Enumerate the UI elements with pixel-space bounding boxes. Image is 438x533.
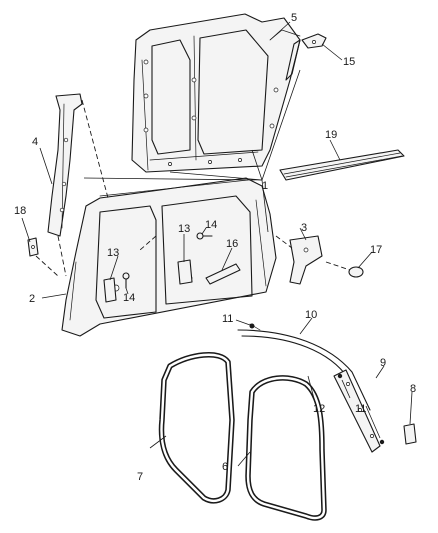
callout-11-top: 11 xyxy=(222,313,233,325)
callout-19: 19 xyxy=(325,129,337,141)
part-13-hinge-left xyxy=(103,277,117,303)
callout-8: 8 xyxy=(410,383,416,395)
callout-15: 15 xyxy=(343,56,355,68)
leader-lines xyxy=(21,21,413,467)
callout-2: 2 xyxy=(29,293,35,305)
callout-1: 1 xyxy=(262,180,268,192)
part-8-clip xyxy=(403,423,417,445)
part-15-bracket xyxy=(301,33,327,49)
part-17-plug xyxy=(348,266,364,278)
part-6-rear-door-seal xyxy=(245,375,327,521)
callout-4: 4 xyxy=(32,136,38,148)
part-16-trim-strip xyxy=(205,263,241,285)
callout-9: 9 xyxy=(380,357,386,369)
part-3-rear-bracket xyxy=(289,235,323,285)
callout-6: 6 xyxy=(222,461,228,473)
callout-10: 10 xyxy=(305,309,317,321)
callout-14-right: 14 xyxy=(205,219,217,231)
part-13-hinge-right xyxy=(177,259,193,285)
part-11-fastener-mid xyxy=(337,373,343,379)
part-5-upper-panel xyxy=(131,13,301,173)
callout-5: 5 xyxy=(291,12,297,24)
callout-13-right: 13 xyxy=(178,223,190,235)
part-11-fastener-top xyxy=(249,323,255,329)
callout-11-right: 11 xyxy=(355,403,366,415)
part-19-sill-reinforcement xyxy=(279,149,405,181)
callout-14-left: 14 xyxy=(123,292,135,304)
part-14-bolt-right xyxy=(196,232,213,240)
callout-17: 17 xyxy=(370,244,382,256)
callout-12: 12 xyxy=(313,403,325,415)
part-2-body-side-aperture xyxy=(61,177,277,337)
callout-13-left: 13 xyxy=(107,247,119,259)
part-9-retainer xyxy=(333,369,381,453)
callout-3: 3 xyxy=(301,222,307,234)
part-11-fastener-low xyxy=(379,439,385,445)
part-4-a-pillar xyxy=(47,93,83,237)
part-18-clip xyxy=(27,237,39,257)
callout-7: 7 xyxy=(137,471,143,483)
callout-18: 18 xyxy=(14,205,26,217)
construction-lines xyxy=(35,99,351,277)
part-14-bolt-left xyxy=(122,272,130,289)
part-7-front-door-seal xyxy=(158,352,235,504)
callout-labels: 1 2 3 4 5 6 7 8 9 10 11 11 12 13 13 14 1… xyxy=(14,12,416,483)
callout-16: 16 xyxy=(226,238,238,250)
